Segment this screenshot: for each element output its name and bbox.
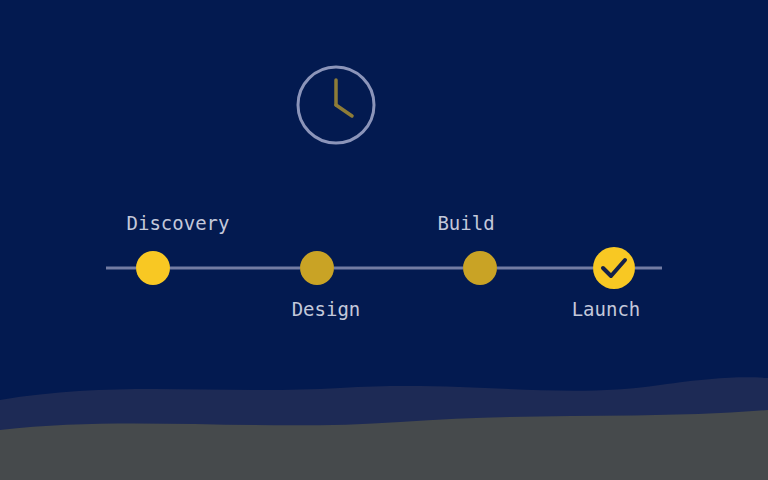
timeline-milestone: Launch (593, 247, 635, 289)
milestone-label: Launch (572, 298, 641, 320)
ground-band (0, 410, 768, 480)
timeline-connector (170, 267, 300, 270)
milestone-circle (463, 251, 497, 285)
timeline-milestone: Build (463, 251, 497, 285)
timeline-milestone: Design (300, 251, 334, 285)
check-mark (603, 260, 625, 276)
milestone-dot (463, 251, 497, 285)
milestone-dot (593, 247, 635, 289)
wave-band (0, 377, 768, 480)
clock-hand (336, 105, 352, 116)
milestone-circle (136, 251, 170, 285)
milestone-circle (593, 247, 635, 289)
milestone-label: Build (437, 212, 494, 234)
clock-face (298, 67, 374, 143)
timeline-milestone: Discovery (136, 251, 170, 285)
timeline-stub (635, 267, 662, 270)
milestone-circle (300, 251, 334, 285)
milestone-dot (300, 251, 334, 285)
timeline-stub (106, 267, 136, 270)
clock-hand (334, 80, 338, 105)
timeline-connector (497, 267, 593, 270)
milestone-dot (136, 251, 170, 285)
milestone-label: Design (292, 298, 361, 320)
timeline-connector (334, 267, 463, 270)
milestone-label: Discovery (127, 212, 230, 234)
